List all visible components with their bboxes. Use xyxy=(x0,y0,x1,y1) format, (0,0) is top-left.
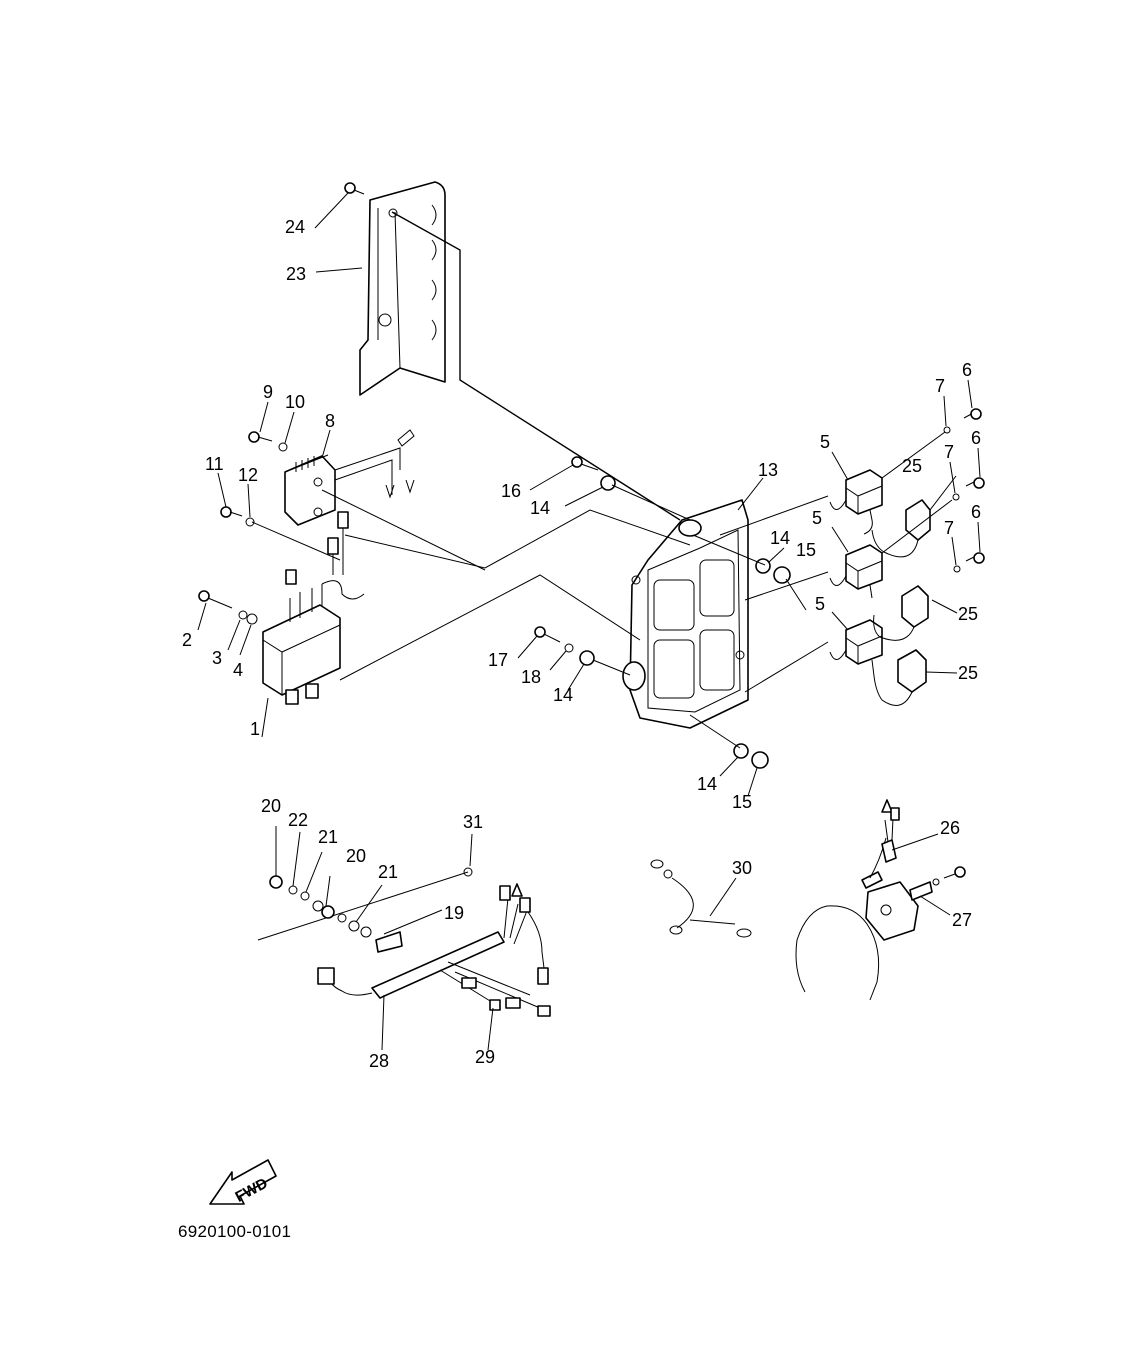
callout-6c: 6 xyxy=(971,502,981,522)
part-5-coil-top xyxy=(829,469,883,535)
part-10-washer xyxy=(278,442,288,452)
callout-13: 13 xyxy=(758,460,778,480)
callout-12: 12 xyxy=(238,465,258,485)
callout-25c: 25 xyxy=(958,663,978,683)
part-14-grommet-b xyxy=(579,650,595,666)
part-17-bolt xyxy=(534,626,561,643)
part-2-bolt xyxy=(198,590,233,609)
callout-8: 8 xyxy=(325,411,335,431)
part-25-plug-cap-3 xyxy=(873,649,927,706)
callout-2: 2 xyxy=(182,630,192,650)
part-6-bolts xyxy=(963,408,985,564)
part-14-grommet-a xyxy=(600,475,616,491)
sensor-group xyxy=(795,799,966,1001)
callout-21b: 21 xyxy=(378,862,398,882)
callout-7a: 7 xyxy=(935,376,945,396)
callout-6b: 6 xyxy=(971,428,981,448)
callout-5b: 5 xyxy=(812,508,822,528)
part-5-coil-mid xyxy=(829,544,883,599)
callout-3: 3 xyxy=(212,648,222,668)
part-16-bolt xyxy=(571,456,599,471)
part-13-plate xyxy=(622,499,749,729)
callout-20b: 20 xyxy=(346,846,366,866)
callout-14a: 14 xyxy=(530,498,550,518)
figure-code: 6920100-0101 xyxy=(178,1222,292,1241)
callout-1: 1 xyxy=(250,719,260,739)
callout-numbers: 1 2 3 4 5 5 5 6 6 6 7 7 7 8 9 10 11 12 1… xyxy=(182,217,981,1071)
callout-20a: 20 xyxy=(261,796,281,816)
callout-21a: 21 xyxy=(318,827,338,847)
callout-4: 4 xyxy=(233,660,243,680)
callout-25b: 25 xyxy=(958,604,978,624)
callout-15b: 15 xyxy=(732,792,752,812)
part-11-bolt xyxy=(220,506,243,518)
callout-29: 29 xyxy=(475,1047,495,1067)
callout-10: 10 xyxy=(285,392,305,412)
part-12-washer xyxy=(245,517,255,527)
part-7-washers xyxy=(943,426,961,573)
part-8-rectifier xyxy=(284,429,415,526)
part-15-collar-b xyxy=(751,751,769,769)
part-18-washer xyxy=(564,643,574,653)
callout-31: 31 xyxy=(463,812,483,832)
callout-7b: 7 xyxy=(944,442,954,462)
harness-group xyxy=(257,867,551,1017)
callout-27: 27 xyxy=(952,910,972,930)
callout-22: 22 xyxy=(288,810,308,830)
part-4-washer xyxy=(246,613,258,625)
callout-25a: 25 xyxy=(902,456,922,476)
callout-5a: 5 xyxy=(820,432,830,452)
callout-15a: 15 xyxy=(796,540,816,560)
part-14-grommet-d xyxy=(733,743,749,759)
callout-14c: 14 xyxy=(553,685,573,705)
part-1-cdi-unit xyxy=(262,511,365,705)
callout-7c: 7 xyxy=(944,518,954,538)
callout-30: 30 xyxy=(732,858,752,878)
part-25-plug-cap-2 xyxy=(873,585,929,641)
fwd-arrow-icon: FWD xyxy=(209,1159,277,1206)
callout-26: 26 xyxy=(940,818,960,838)
part-23-cover xyxy=(359,181,446,396)
callout-9: 9 xyxy=(263,382,273,402)
callout-18: 18 xyxy=(521,667,541,687)
part-25-plug-cap-1 xyxy=(871,499,931,558)
callout-19: 19 xyxy=(444,903,464,923)
part-24-screw xyxy=(344,182,365,195)
part-9-bolt xyxy=(248,431,273,443)
callout-16: 16 xyxy=(501,481,521,501)
callout-14d: 14 xyxy=(697,774,717,794)
callout-5c: 5 xyxy=(815,594,825,614)
part-3-washer xyxy=(238,610,248,620)
callout-17: 17 xyxy=(488,650,508,670)
part-30-ground-lead xyxy=(650,859,752,938)
callout-28: 28 xyxy=(369,1051,389,1071)
callout-24: 24 xyxy=(285,217,305,237)
callout-14b: 14 xyxy=(770,528,790,548)
part-14-grommet-c xyxy=(755,558,771,574)
leader-lines xyxy=(197,192,981,1051)
assembly-lines xyxy=(251,211,953,749)
callout-6a: 6 xyxy=(962,360,972,380)
callout-11: 11 xyxy=(205,454,224,474)
part-5-coil-bottom xyxy=(829,619,883,677)
callout-23: 23 xyxy=(286,264,306,284)
